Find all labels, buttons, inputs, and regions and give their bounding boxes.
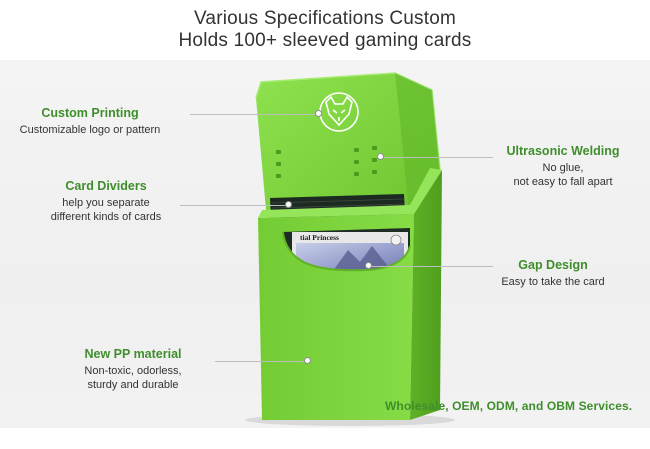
box-rim bbox=[258, 168, 442, 218]
feature-desc-line-2: not easy to fall apart bbox=[513, 176, 613, 188]
feature-desc: Customizable logo or pattern bbox=[19, 124, 161, 136]
services-footer: Wholesale, OEM, ODM, and OBM Services. bbox=[385, 399, 633, 413]
marker-dot-ultrasonic bbox=[377, 153, 384, 160]
marker-dot-gap-design bbox=[365, 262, 372, 269]
feature-title: Custom Printing bbox=[41, 106, 139, 120]
leader-line-card-dividers bbox=[180, 205, 288, 206]
feature-title: Ultrasonic Welding bbox=[506, 144, 620, 158]
box-side bbox=[410, 170, 442, 420]
feature-title: Gap Design bbox=[518, 258, 588, 272]
feature-desc: Easy to take the card bbox=[501, 276, 605, 288]
feature-new-pp-material: New PP material Non-toxic, odorless, stu… bbox=[60, 347, 206, 392]
feature-card-dividers: Card Dividers help you separate differen… bbox=[20, 179, 192, 224]
leader-line-pp-material bbox=[215, 361, 307, 362]
feature-title: New PP material bbox=[84, 347, 182, 361]
feature-custom-printing: Custom Printing Customizable logo or pat… bbox=[0, 106, 180, 137]
leader-line-custom-printing bbox=[190, 114, 318, 115]
feature-gap-design: Gap Design Easy to take the card bbox=[485, 258, 621, 289]
page-title-line-2: Holds 100+ sleeved gaming cards bbox=[178, 30, 472, 51]
card-name-text: tial Princess bbox=[300, 233, 339, 242]
feature-desc-line-2: sturdy and durable bbox=[87, 379, 179, 391]
feature-desc-line-1: help you separate bbox=[62, 197, 150, 209]
marker-dot-pp-material bbox=[304, 357, 311, 364]
feature-desc-line-1: No glue, bbox=[542, 162, 584, 174]
leader-line-gap-design bbox=[368, 266, 493, 267]
leader-line-ultrasonic bbox=[381, 157, 493, 158]
page-title-line-1: Various Specifications Custom bbox=[193, 8, 457, 29]
gap-edge bbox=[282, 231, 411, 272]
feature-desc-line-2: different kinds of cards bbox=[50, 211, 162, 223]
box-lid bbox=[256, 73, 440, 232]
feature-desc-line-1: Non-toxic, odorless, bbox=[84, 365, 182, 377]
feature-title: Card Dividers bbox=[65, 179, 147, 193]
marker-dot-custom-printing bbox=[315, 110, 322, 117]
welding-studs bbox=[276, 146, 377, 178]
feature-ultrasonic-welding: Ultrasonic Welding No glue, not easy to … bbox=[490, 144, 636, 189]
marker-dot-card-dividers bbox=[285, 201, 292, 208]
